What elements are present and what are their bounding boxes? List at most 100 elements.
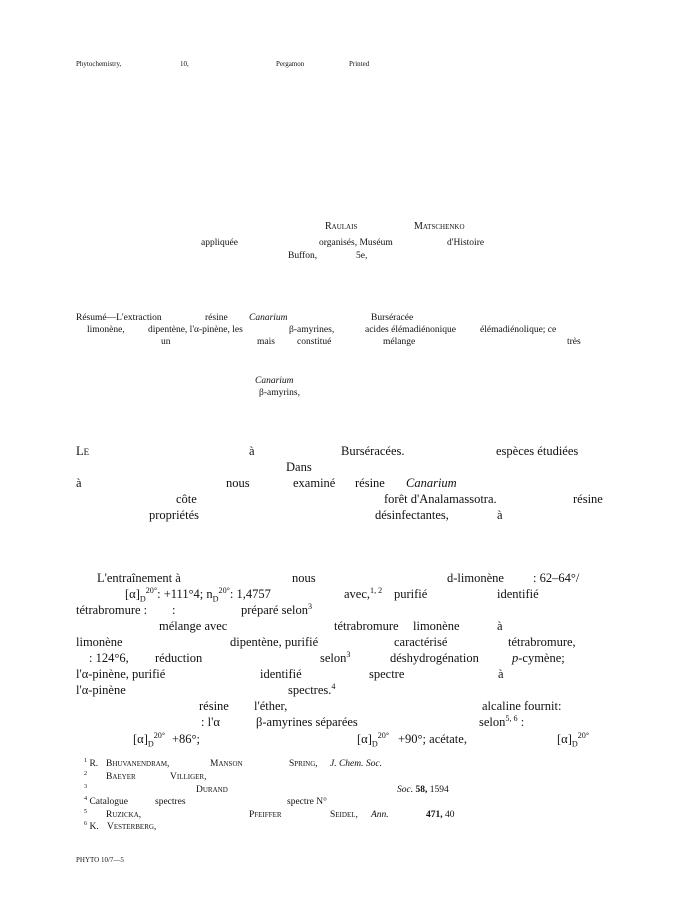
- paragraph-text: tétrabromure,: [508, 635, 576, 649]
- paragraph-text: l'α-pinène: [76, 683, 126, 697]
- footnote-author: Spring,: [289, 759, 318, 769]
- paragraph-text: espèces étudiées: [496, 444, 579, 458]
- paragraph-text: forêt d'Analamassotra.: [384, 492, 497, 506]
- paragraph-text: Canarium: [406, 476, 457, 490]
- abstract-text: β-amyrines,: [289, 325, 335, 335]
- printed-label: Printed: [349, 60, 370, 68]
- paragraph-text: : 62–64°/: [533, 571, 580, 585]
- journal-name: Phytochemistry,: [76, 60, 122, 68]
- paragraph-text: spectre: [369, 667, 405, 681]
- paragraph-text: résine: [573, 492, 603, 506]
- paragraph-text: déshydrogénation: [390, 651, 479, 665]
- footnote-author: Villiger,: [170, 772, 207, 782]
- abstract-text: un: [161, 337, 171, 347]
- paragraph-text: tétrabromure: [334, 619, 399, 633]
- abstract-text: mélange: [383, 337, 416, 347]
- paragraph-text: : l'α: [201, 715, 220, 729]
- paragraph-text: +90°; acétate,: [398, 732, 467, 746]
- paragraph-text: limonène: [413, 619, 460, 633]
- paragraph-text: selon3: [320, 649, 351, 665]
- author-1: Raulais: [325, 221, 358, 232]
- paragraph-text: L'entraînement à: [97, 571, 181, 585]
- abstract-label: Résumé—L'extraction: [76, 313, 162, 323]
- paragraph-text: désinfectantes,: [375, 508, 449, 522]
- paragraph-text: résine: [355, 476, 385, 490]
- affiliation-text: organisés, Muséum: [319, 238, 393, 248]
- affiliation-text: 5e,: [356, 251, 368, 261]
- footnote-1: 1 R.: [84, 757, 99, 769]
- rotation-formula: [α]D20°: [357, 730, 390, 749]
- affiliation-text: Buffon,: [288, 251, 318, 261]
- paragraph-text: caractérisé: [394, 635, 448, 649]
- affiliation-text: appliquée: [201, 238, 238, 248]
- paragraph-text: : 124°6,: [89, 651, 129, 665]
- footnote-text: spectres: [155, 797, 186, 807]
- footnote-5: 5: [84, 808, 88, 815]
- paragraph-text: à: [76, 476, 82, 490]
- rotation-formula: [α]D20°: [557, 730, 590, 749]
- rotation-formula: [α]D20°: +111°4; nD20°: 1,4757: [125, 585, 271, 604]
- abstract-text: dipentène, l'α-pinène, les: [148, 325, 243, 335]
- abstract-text: acides élémadiénonique: [365, 325, 457, 335]
- paragraph-text: l'éther,: [254, 699, 288, 713]
- author-2: Matschenko: [414, 221, 465, 232]
- abstract-text: Canarium: [255, 376, 294, 386]
- footnote-journal: Ann.: [371, 810, 389, 820]
- paragraph-text: d-limonène: [447, 571, 504, 585]
- paragraph-text: Dans: [286, 460, 312, 474]
- footnote-6: 6 K.: [84, 820, 99, 832]
- paragraph-text: à: [498, 667, 504, 681]
- paragraph-text: à: [249, 444, 255, 458]
- footnote-author: Pfeiffer: [249, 810, 282, 820]
- paragraph-text: limonène: [76, 635, 123, 649]
- footnote-author: Durand: [196, 785, 228, 795]
- footnote-author: Seidel,: [330, 810, 358, 820]
- paragraph-text: purifié: [394, 587, 428, 601]
- footnote-text: spectre N°: [287, 797, 327, 807]
- paragraph-text: à: [497, 619, 503, 633]
- footnote-3: 3: [84, 783, 88, 790]
- abstract-text: Burséracée: [371, 313, 414, 323]
- paragraph-text: à: [497, 508, 503, 522]
- paragraph-text: tétrabromure :: [76, 603, 148, 617]
- abstract-text: Canarium: [249, 313, 288, 323]
- abstract-text: résine: [205, 313, 228, 323]
- footnote-author: Baeyer: [106, 772, 136, 782]
- paragraph-text: Burséracées.: [341, 444, 405, 458]
- footnote-author: Bhuvanendram,: [106, 759, 170, 769]
- paragraph-text: examiné: [293, 476, 336, 490]
- paragraph-text: identifié: [497, 587, 539, 601]
- footnote-4: 4 Catalogue: [84, 795, 128, 807]
- abstract-text: très: [567, 337, 581, 347]
- paragraph-text: Le: [76, 444, 90, 458]
- paragraph-text: β-amyrines séparées: [256, 715, 358, 729]
- footnote-author: Manson: [210, 759, 243, 769]
- paragraph-text: l'α-pinène, purifié: [76, 667, 166, 681]
- paragraph-text: avec,1, 2: [344, 585, 383, 601]
- paragraph-text: réduction: [155, 651, 203, 665]
- paragraph-text: propriétés: [149, 508, 199, 522]
- footnote-author: Ruzicka,: [106, 810, 142, 820]
- abstract-text: limonène,: [87, 325, 125, 335]
- abstract-text: élémadiénolique; ce: [480, 325, 557, 335]
- paragraph-text: mélange avec: [159, 619, 228, 633]
- paragraph-text: +86°;: [172, 732, 201, 746]
- footnote-journal: J. Chem. Soc.: [330, 759, 382, 769]
- paragraph-text: spectres.4: [288, 681, 336, 697]
- publisher: Pergamon: [276, 60, 305, 68]
- abstract-text: mais: [257, 337, 275, 347]
- paragraph-text: dipentène, purifié: [230, 635, 319, 649]
- footnote-citation: 471, 40: [426, 810, 455, 820]
- footnote-2: 2: [84, 770, 88, 777]
- paragraph-text: identifié: [260, 667, 302, 681]
- paragraph-text: nous: [292, 571, 316, 585]
- paragraph-text: selon5, 6 :: [479, 713, 525, 729]
- page-footer-code: PHYTO 10/7—5: [76, 856, 124, 864]
- paragraph-text: p-cymène;: [512, 651, 565, 665]
- rotation-formula: [α]D20°: [133, 730, 166, 749]
- paragraph-text: :: [172, 603, 176, 617]
- abstract-text: constitué: [297, 337, 332, 347]
- footnote-citation: Soc. 58, 1594: [397, 785, 449, 795]
- volume: 10,: [180, 60, 189, 68]
- paragraph-text: alcaline fournit:: [482, 699, 562, 713]
